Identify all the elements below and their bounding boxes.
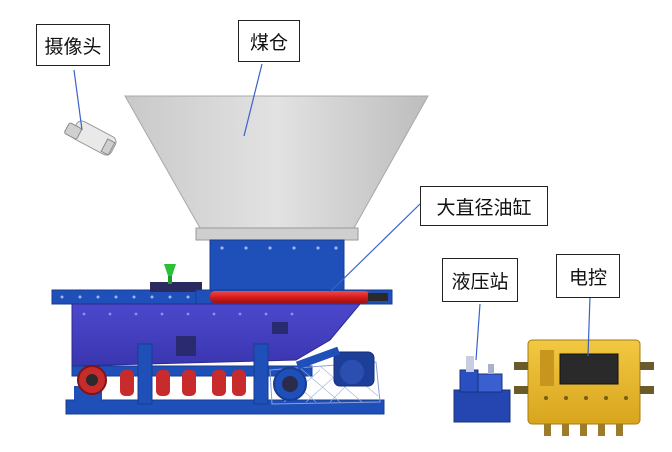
wheels (77, 365, 246, 396)
green-indicator (164, 264, 176, 284)
hydraulic-station-label: 液压站 (442, 258, 518, 302)
camera-icon (64, 120, 117, 156)
leader-camera (73, 69, 83, 131)
leader-electric (587, 295, 591, 357)
electric-control-box (514, 339, 654, 436)
hydraulic-station (453, 356, 511, 423)
electric-control-label: 电控 (556, 254, 620, 298)
leader-cylinder (329, 203, 421, 293)
leader-lines (73, 63, 591, 361)
coal-bin-label: 煤仓 (238, 20, 300, 62)
drive-unit (269, 346, 381, 405)
leader-hydraulic (475, 303, 481, 361)
leader-coal-bin (243, 63, 263, 137)
camera-label: 摄像头 (36, 24, 110, 66)
large-cylinder (195, 289, 388, 305)
coal-bin (124, 95, 429, 241)
large-cylinder-label: 大直径油缸 (420, 186, 548, 226)
chute (209, 239, 345, 295)
